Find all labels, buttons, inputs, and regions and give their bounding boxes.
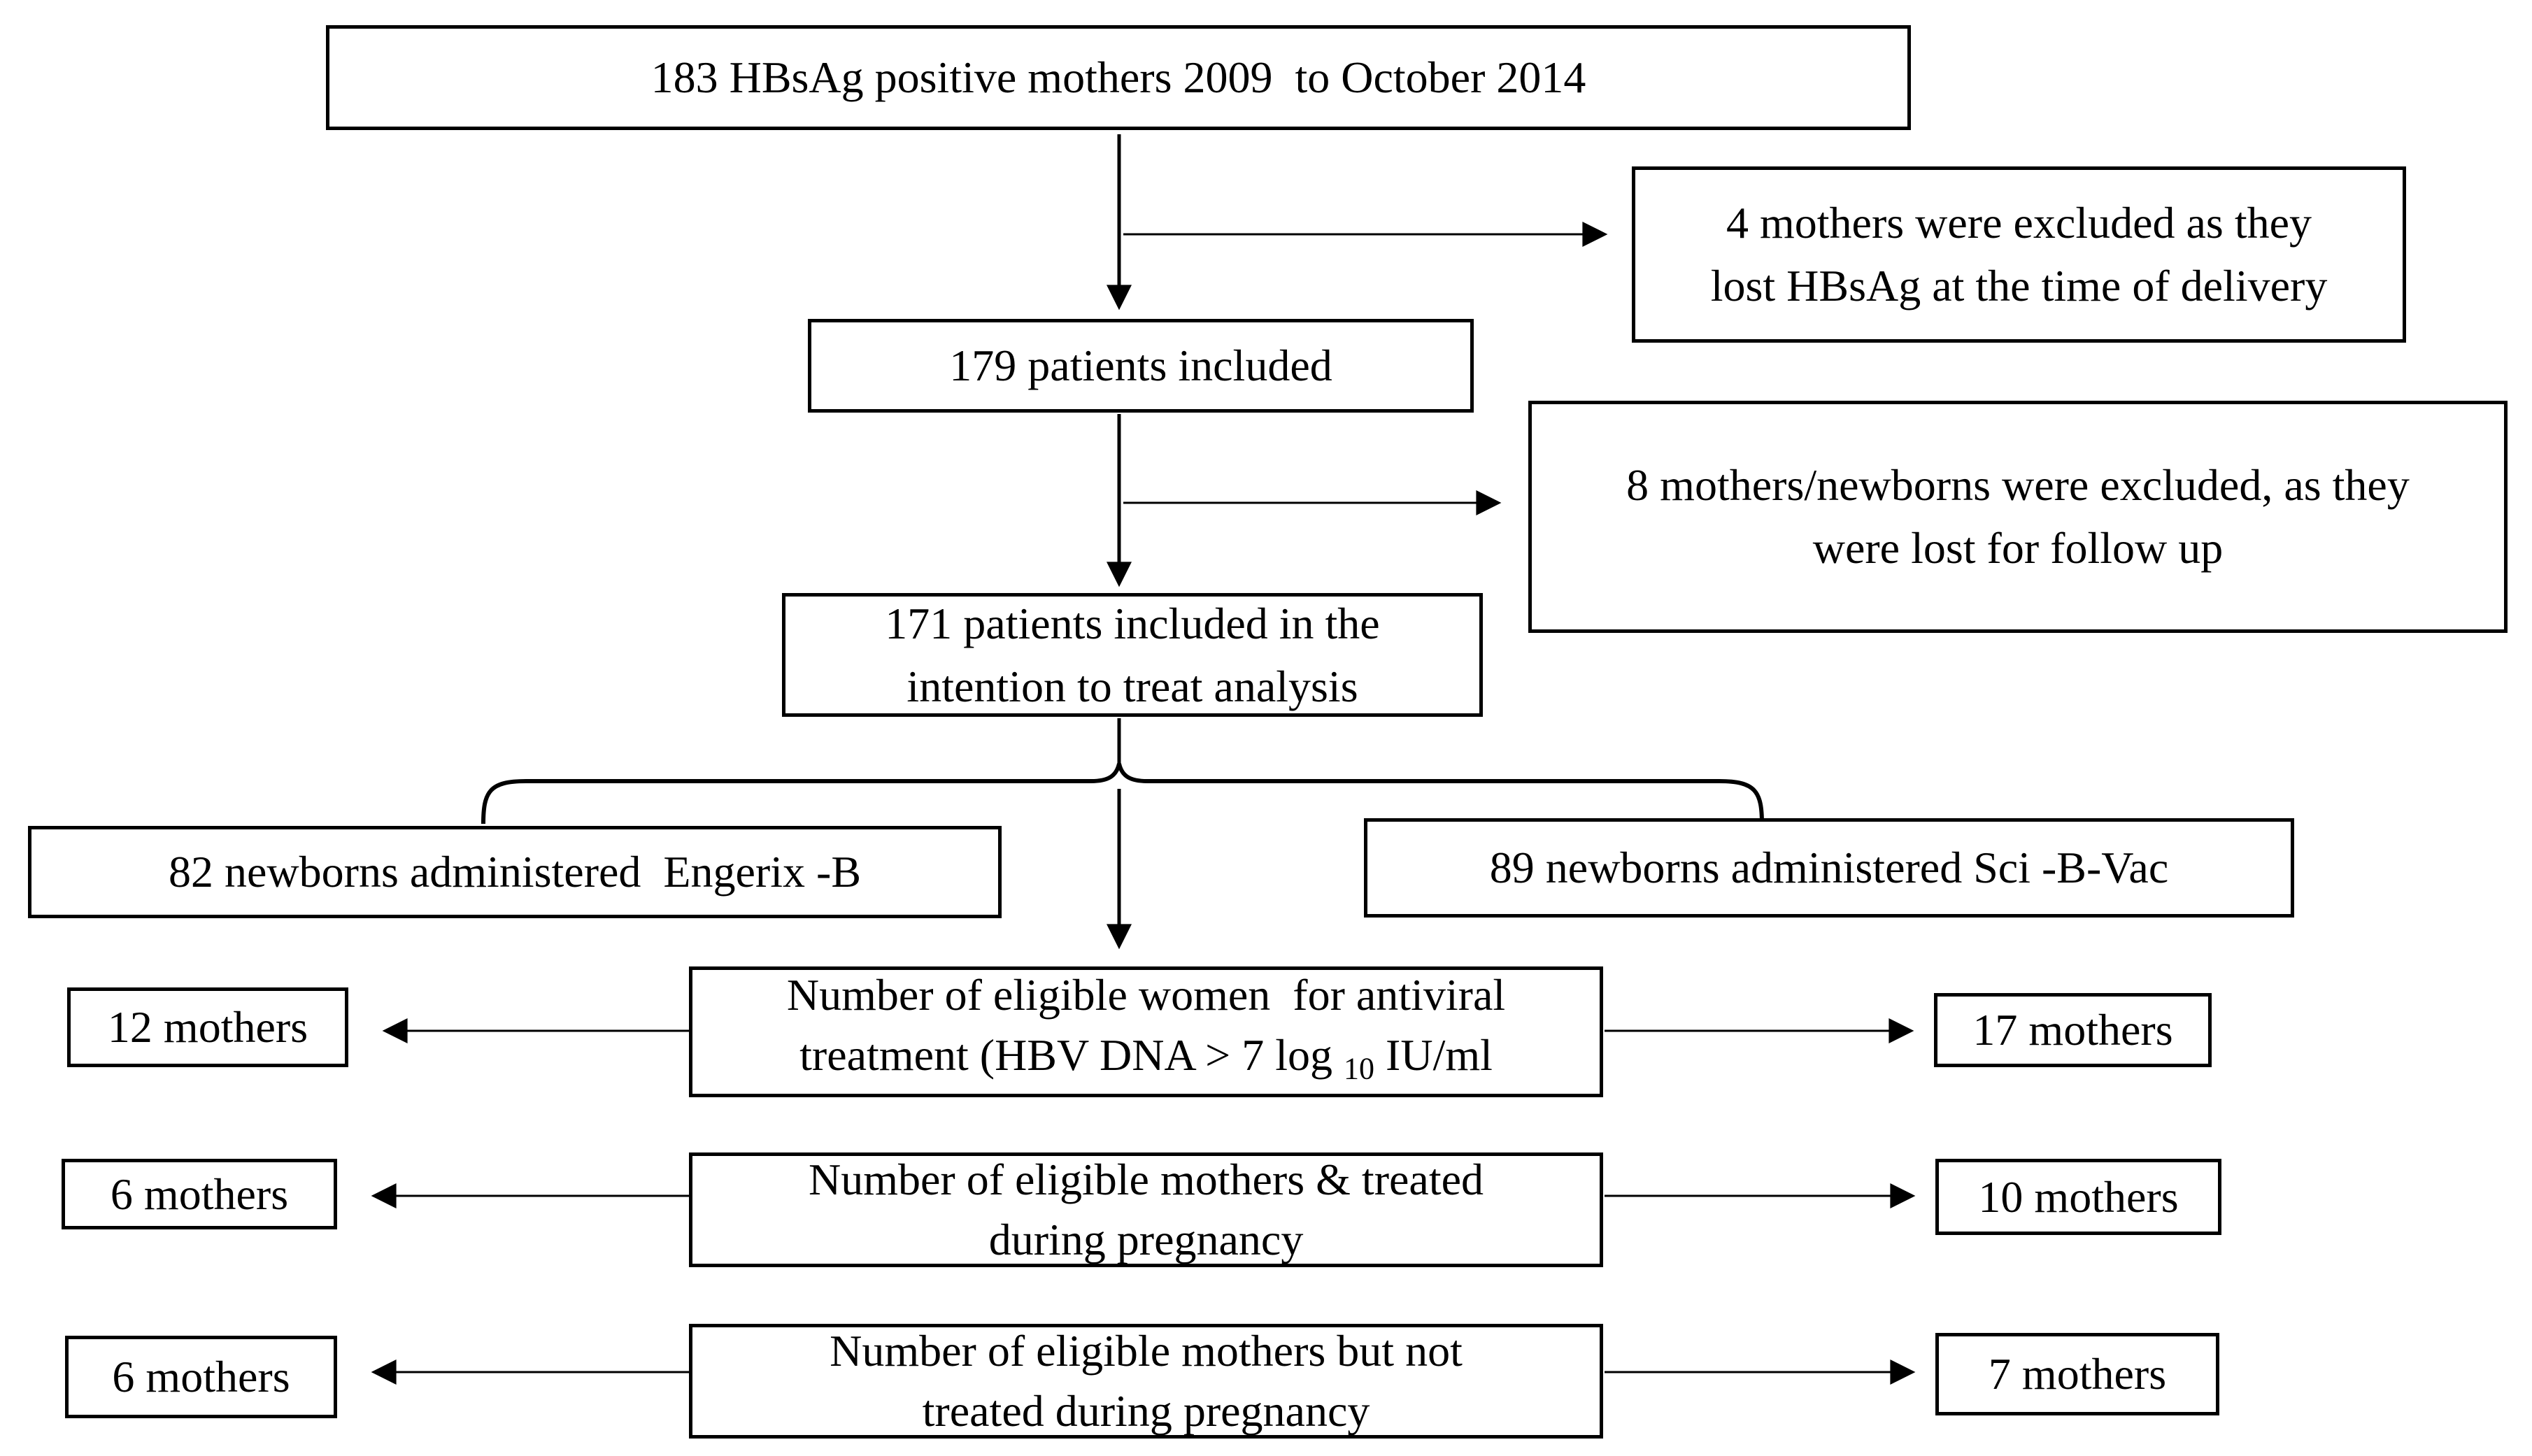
box-183-hbsag-mothers: 183 HBsAg positive mothers 2009 to Octob…: [326, 25, 1911, 130]
split-bracket: [481, 763, 1764, 825]
box-excluded-delivery: 4 mothers were excluded as they lost HBs…: [1632, 166, 2406, 343]
itt-line1: 171 patients included in the: [885, 598, 1380, 648]
row3-left-label: 6 mothers: [112, 1352, 290, 1401]
box-183-label: 183 HBsAg positive mothers 2009 to Octob…: [650, 52, 1586, 102]
row1-right-label: 17 mothers: [1972, 1005, 2173, 1055]
row1-line2-post: IU/ml: [1374, 1029, 1493, 1080]
row1-line2-subscript: 10: [1344, 1051, 1375, 1086]
excluded-delivery-line1: 4 mothers were excluded as they: [1726, 198, 2312, 248]
box-row2-center-eligible-treated: Number of eligible mothers & treated dur…: [689, 1152, 1603, 1267]
row1-left-label: 12 mothers: [107, 1002, 308, 1052]
box-171-itt: 171 patients included in the intention t…: [782, 593, 1483, 717]
row3-center-line2: treated during pregnancy: [922, 1386, 1370, 1436]
itt-line2: intention to treat analysis: [906, 661, 1358, 711]
box-row3-center-eligible-not-treated: Number of eligible mothers but not treat…: [689, 1324, 1603, 1439]
box-arm-engerix: 82 newborns administered Engerix -B: [28, 826, 1002, 918]
arm-scibvac-label: 89 newborns administered Sci -B-Vac: [1489, 843, 2169, 892]
box-row1-center-eligible-antiviral: Number of eligible women for antiviral t…: [689, 966, 1603, 1097]
row2-left-label: 6 mothers: [110, 1169, 289, 1219]
row3-center-line1: Number of eligible mothers but not: [830, 1326, 1463, 1376]
box-row1-left-12-mothers: 12 mothers: [67, 987, 348, 1067]
excluded-followup-line2: were lost for follow up: [1812, 523, 2224, 573]
row1-center-line2: treatment (HBV DNA > 7 log 10 IU/ml: [799, 1025, 1493, 1099]
row1-line2-pre: treatment (HBV DNA > 7 log: [799, 1029, 1344, 1080]
excluded-delivery-line2: lost HBsAg at the time of delivery: [1710, 261, 2328, 311]
box-179-included: 179 patients included: [808, 319, 1474, 413]
box-row3-right-7-mothers: 7 mothers: [1935, 1333, 2219, 1415]
row2-right-label: 10 mothers: [1978, 1171, 2179, 1222]
box-row1-right-17-mothers: 17 mothers: [1934, 993, 2212, 1067]
box-row2-right-10-mothers: 10 mothers: [1935, 1159, 2221, 1235]
row2-center-line1: Number of eligible mothers & treated: [808, 1155, 1484, 1204]
row1-center-line1: Number of eligible women for antiviral: [786, 969, 1506, 1020]
box-excluded-followup: 8 mothers/newborns were excluded, as the…: [1528, 401, 2508, 633]
box-row3-left-6-mothers: 6 mothers: [65, 1336, 337, 1418]
row2-center-line2: during pregnancy: [988, 1215, 1304, 1264]
box-row2-left-6-mothers: 6 mothers: [62, 1159, 337, 1229]
box-179-label: 179 patients included: [949, 341, 1332, 390]
excluded-followup-line1: 8 mothers/newborns were excluded, as the…: [1626, 460, 2410, 510]
arm-engerix-label: 82 newborns administered Engerix -B: [169, 847, 861, 897]
row3-right-label: 7 mothers: [1988, 1349, 2167, 1399]
box-arm-scibvac: 89 newborns administered Sci -B-Vac: [1364, 818, 2294, 918]
